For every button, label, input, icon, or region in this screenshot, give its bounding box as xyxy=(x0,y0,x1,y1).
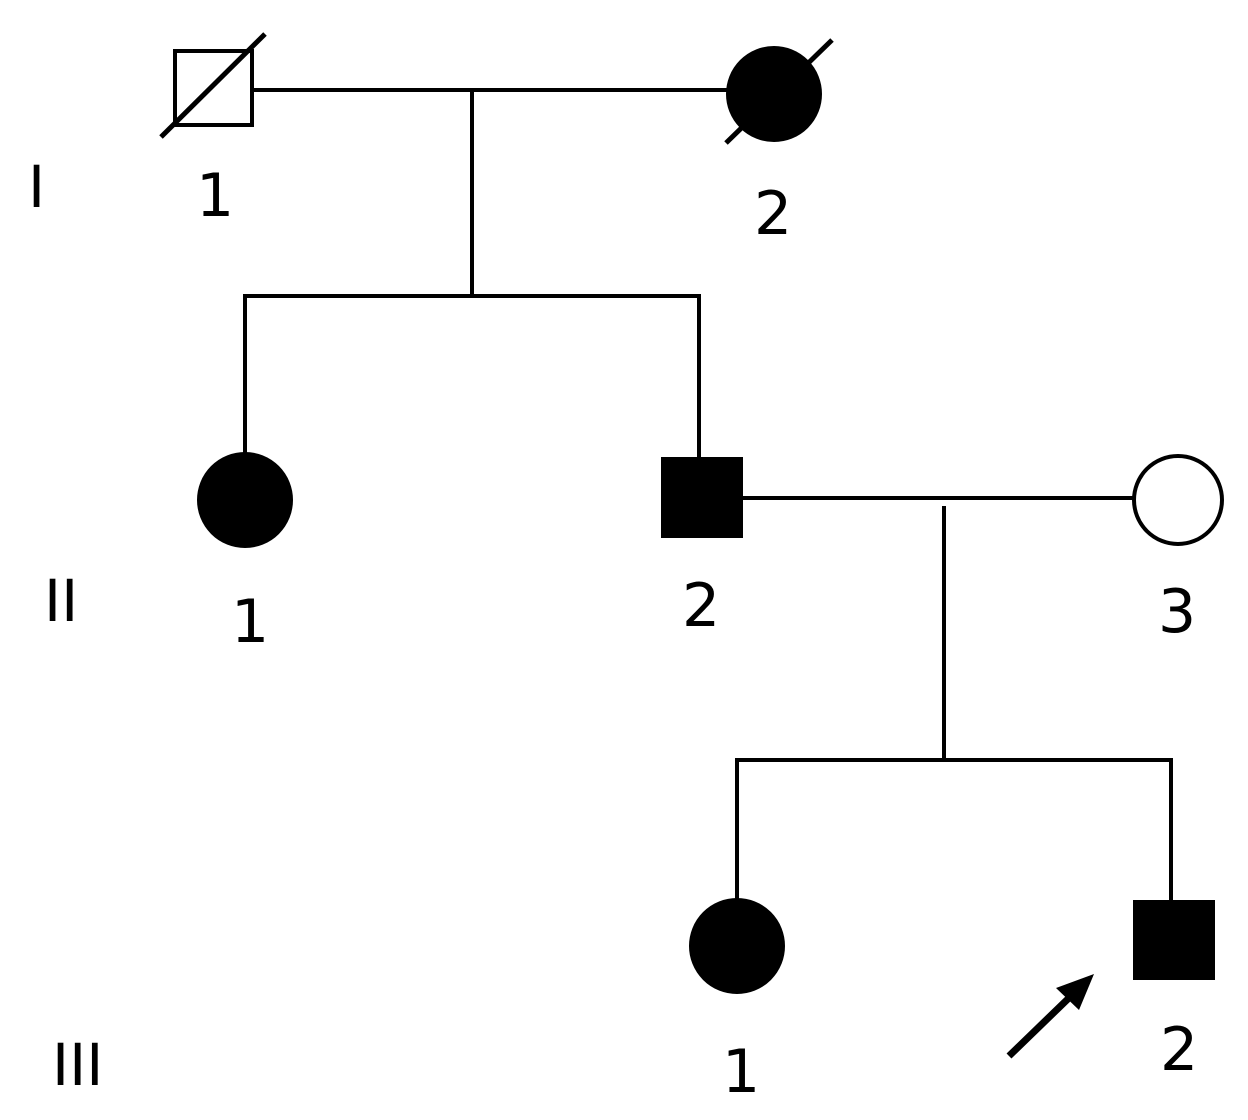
individual-number-III-2: 2 xyxy=(1160,1015,1199,1085)
individual-number-II-2: 2 xyxy=(682,571,721,641)
individual-III-1-female-symbol xyxy=(689,898,785,994)
individual-II-1-female-symbol xyxy=(197,452,293,548)
individual-II-2-male-symbol xyxy=(661,457,743,538)
generation-label-II: II xyxy=(44,567,79,635)
individual-number-III-1: 1 xyxy=(722,1037,761,1107)
proband-arrow xyxy=(1006,974,1094,1059)
deceased-slash-I-2 xyxy=(724,38,834,145)
individual-III-2-male-symbol xyxy=(1133,900,1215,980)
individual-number-II-1: 1 xyxy=(231,587,270,657)
individual-number-I-1: 1 xyxy=(196,161,235,231)
individual-number-II-3: 3 xyxy=(1158,577,1197,647)
generation-label-III: III xyxy=(52,1031,104,1099)
individual-number-I-2: 2 xyxy=(754,179,793,249)
individual-II-3-female-symbol xyxy=(1132,454,1224,546)
deceased-slash-I-1 xyxy=(159,32,267,139)
generation-label-I: I xyxy=(28,153,46,221)
